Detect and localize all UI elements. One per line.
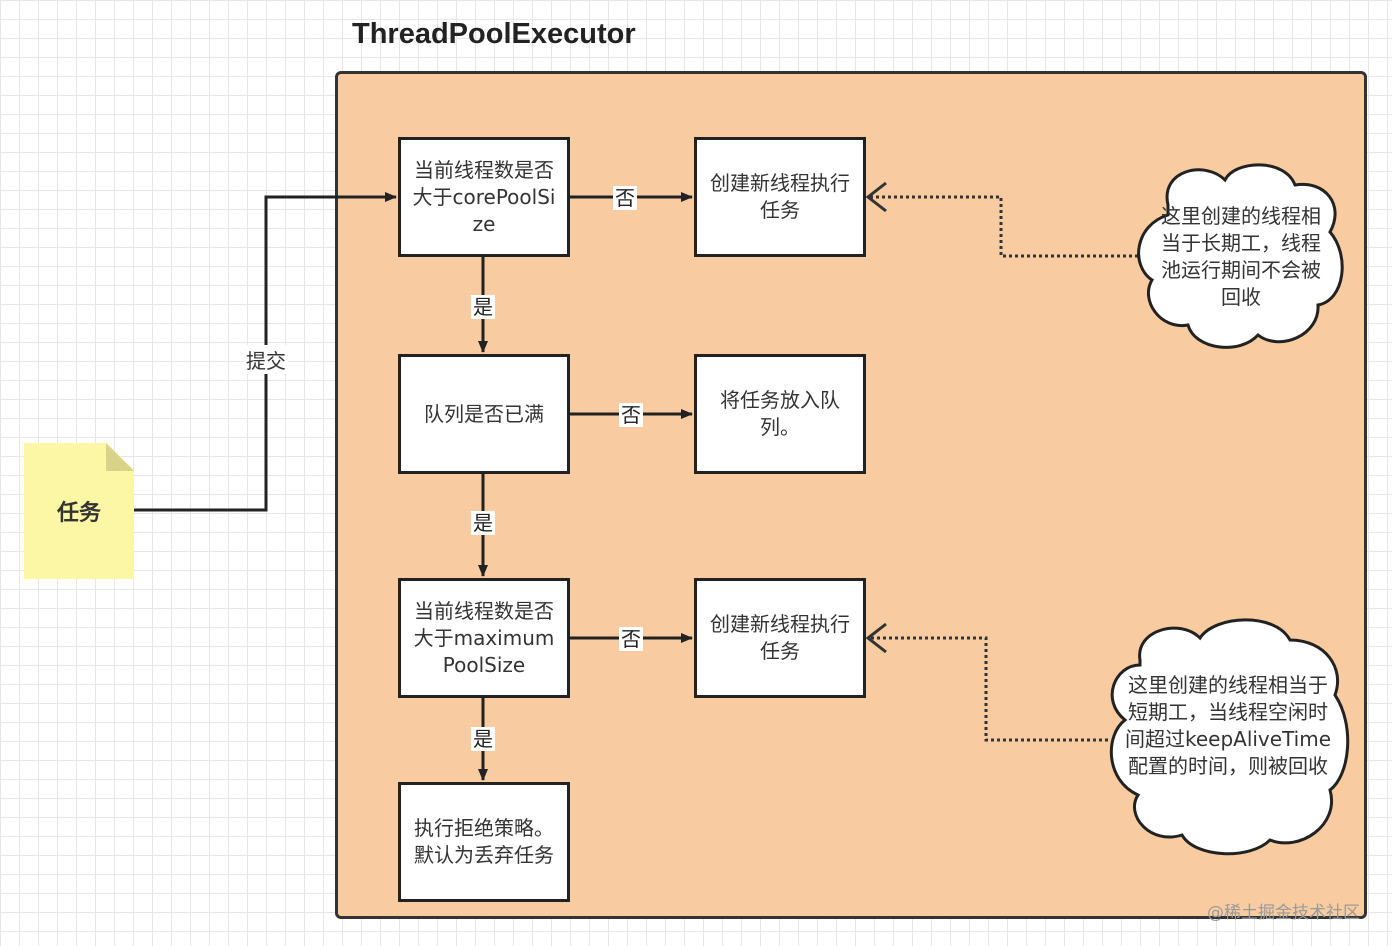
edge-core-note (868, 195, 1138, 258)
create-noncore-thread-text: 创建新线程执行任务 (710, 612, 850, 663)
edge-noncore-note-head (865, 622, 887, 654)
core-note-text: 这里创建的线程相当于长期工，线程池运行期间不会被回收 (1161, 204, 1321, 309)
submit-label: 提交 (244, 345, 288, 374)
edge-label-no-2: 否 (619, 403, 643, 427)
task-note-label: 任务 (56, 501, 101, 526)
cloud-noncore (1109, 618, 1350, 856)
enqueue-task-box: 将任务放入队列。 (694, 354, 866, 474)
edge-label-no-1: 否 (613, 186, 637, 210)
noncore-note-text: 这里创建的线程相当于短期工，当线程空闲时间超过keepAliveTime配置的时… (1124, 673, 1332, 778)
create-noncore-thread-box: 创建新线程执行任务 (694, 578, 866, 698)
edge-noncore-note (868, 636, 1108, 742)
enqueue-task-text: 将任务放入队列。 (720, 388, 840, 439)
queue-full-check-text: 队列是否已满 (424, 401, 544, 426)
reject-policy-text: 执行拒绝策略。默认为丢弃任务 (414, 816, 554, 867)
edge-label-no-3: 否 (619, 627, 643, 651)
cloud-core (1137, 163, 1344, 349)
reject-policy-box: 执行拒绝策略。默认为丢弃任务 (398, 782, 570, 902)
edge-label-yes-2: 是 (471, 511, 495, 535)
core-pool-check-text: 当前线程数是否大于corePoolSize (412, 157, 556, 236)
edge-core-note-head (865, 181, 887, 213)
create-core-thread-text: 创建新线程执行任务 (710, 171, 850, 222)
max-pool-check-text: 当前线程数是否大于maximumPoolSize (413, 598, 555, 677)
max-pool-check-box: 当前线程数是否大于maximumPoolSize (398, 578, 570, 698)
diagram-title: ThreadPoolExecutor (352, 18, 636, 50)
watermark: @稀土掘金技术社区 (1207, 903, 1360, 923)
create-core-thread-box: 创建新线程执行任务 (694, 137, 866, 257)
edge-label-yes-1: 是 (471, 295, 495, 319)
edge-label-yes-3: 是 (471, 727, 495, 751)
queue-full-check-box: 队列是否已满 (398, 354, 570, 474)
core-pool-check-box: 当前线程数是否大于corePoolSize (398, 137, 570, 257)
